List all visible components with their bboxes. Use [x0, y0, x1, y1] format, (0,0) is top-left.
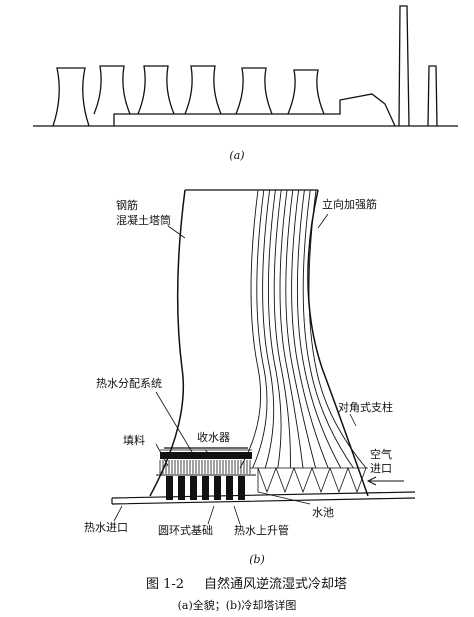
- caption-subtitle: (a)全貌；(b)冷却塔详图: [178, 598, 297, 612]
- label-ring-foundation: 圆环式基础: [158, 524, 213, 537]
- vertical-rib: [302, 189, 354, 469]
- label-hot-water-inlet: 热水进口: [84, 521, 128, 534]
- caption-number: 图 1-2: [146, 577, 184, 592]
- cooling-tower-5: [235, 67, 273, 115]
- vertical-rib: [239, 189, 262, 469]
- diagonal-columns: [250, 466, 368, 494]
- vertical-rib: [291, 189, 329, 469]
- vertical-rib: [262, 189, 275, 469]
- plant-building: [113, 93, 396, 127]
- air-inlet-arrow: [366, 476, 404, 486]
- riser-column: [166, 476, 173, 500]
- riser-column: [178, 476, 185, 500]
- vertical-rib: [273, 189, 291, 469]
- label-drift-eliminator: 收水器: [197, 430, 230, 444]
- vertical-rib: [252, 189, 268, 469]
- sub-label-a: (a): [229, 149, 244, 162]
- label-water-basin: 水池: [312, 506, 334, 519]
- vertical-rib: [285, 189, 317, 469]
- overview-illustration: [33, 5, 458, 127]
- riser-column: [238, 476, 245, 500]
- fill-media: [159, 460, 251, 474]
- vertical-rib: [267, 189, 282, 469]
- cooling-tower-4: [184, 65, 222, 115]
- vertical-rib: [279, 189, 304, 469]
- riser-column: [202, 476, 209, 500]
- leader-lines: [113, 213, 357, 525]
- vertical-rib: [296, 189, 342, 469]
- label-shell-line1: 钢筋: [116, 198, 138, 212]
- tall-chimney: [398, 5, 410, 127]
- drift-eliminator: [160, 452, 252, 459]
- label-diagonal-column: 对角式支柱: [338, 400, 393, 414]
- ground-base: [111, 491, 416, 505]
- label-hot-water-distribution: 热水分配系统: [96, 377, 162, 390]
- hot-water-risers: [166, 476, 245, 500]
- riser-column: [190, 476, 197, 500]
- sub-label-b: (b): [249, 553, 265, 566]
- diagonal-column-zigzag: [257, 466, 367, 494]
- tower-shell-right: [307, 189, 369, 497]
- cooling-tower-6: [287, 69, 325, 115]
- cooling-tower-2: [93, 65, 131, 115]
- label-air-inlet-line1: 空气: [370, 447, 392, 461]
- label-hot-water-riser: 热水上升管: [234, 523, 289, 537]
- label-shell-line2: 混凝土塔筒: [116, 213, 171, 227]
- tower-shell: [149, 189, 186, 497]
- label-fill: 填料: [123, 433, 145, 447]
- tower-detail: [111, 189, 416, 505]
- riser-column: [214, 476, 221, 500]
- label-air-inlet-line2: 进口: [370, 462, 392, 475]
- label-vertical-rib: 立向加强筋: [322, 197, 377, 211]
- vertical-ribs: [239, 189, 367, 469]
- tower-internals: [156, 447, 256, 500]
- short-chimney: [427, 65, 438, 127]
- cooling-tower-3: [137, 65, 175, 115]
- callout-labels: 钢筋 混凝土塔筒 立向加强筋 热水分配系统 对角式支柱 填料 收水器 空气 进口…: [84, 197, 393, 537]
- vertical-rib: [308, 189, 367, 469]
- cooling-tower-1: [52, 67, 90, 127]
- riser-column: [226, 476, 233, 500]
- caption-title: 自然通风逆流湿式冷却塔: [204, 576, 347, 592]
